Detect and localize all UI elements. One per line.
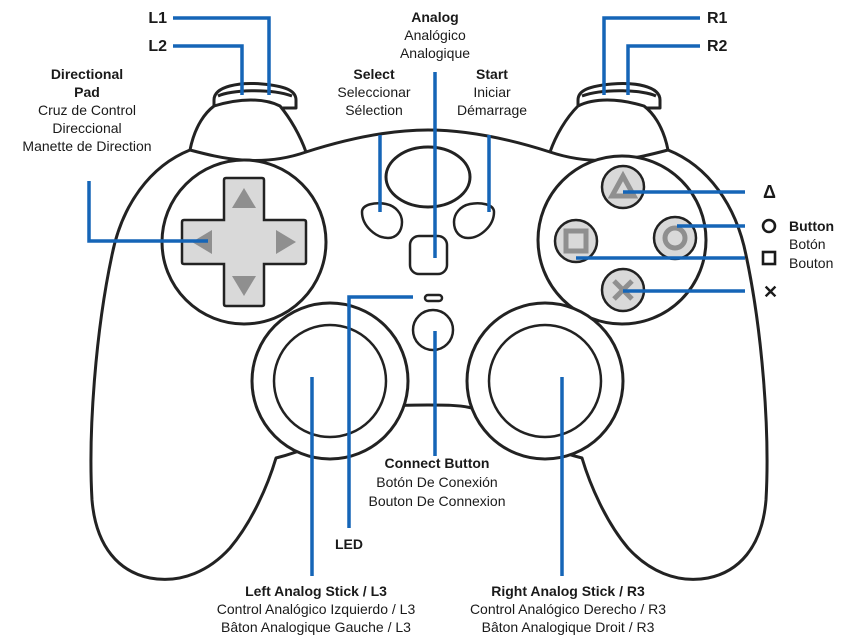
leader-r1 (602, 16, 700, 95)
select-label: Select (353, 66, 395, 82)
start-label: Start (476, 66, 508, 82)
circle-button (652, 215, 698, 261)
circle-label-icon (761, 218, 777, 234)
select-label-es: Seleccionar (337, 84, 410, 100)
analog-label-fr: Analogique (400, 45, 470, 61)
left-analog-stick (250, 301, 410, 461)
triangle-label-icon: Δ (763, 182, 776, 202)
right-stick-label-fr: Bâton Analogique Droit / R3 (482, 619, 655, 635)
r1-label: R1 (707, 10, 728, 27)
left-stick-label: Left Analog Stick / L3 (245, 583, 387, 599)
dpad-label-es: Cruz de Control (38, 102, 136, 118)
right-stick-label-es: Control Analógico Derecho / R3 (470, 601, 666, 617)
dpad-down-icon (232, 276, 256, 296)
leader-r2 (626, 44, 700, 95)
triangle-icon (607, 170, 639, 199)
l2-label: L2 (148, 38, 167, 55)
start-button (452, 202, 496, 240)
square-label-es: Botón (789, 236, 826, 252)
left-stick-label-fr: Bâton Analogique Gauche / L3 (221, 619, 411, 635)
right-stick-label: Right Analog Stick / R3 (491, 583, 645, 599)
select-button (360, 202, 404, 240)
connect-button (411, 308, 455, 352)
cross-label-icon: ✕ (763, 282, 778, 302)
connect-label-fr: Bouton De Connexion (369, 493, 506, 509)
dpad-label-2: Pad (74, 84, 100, 100)
dpad-label-es-2: Direccional (52, 120, 121, 136)
circle-label: Button (789, 218, 834, 234)
square-icon (563, 228, 589, 254)
select-label-fr: Sélection (345, 102, 403, 118)
square-label-fr: Bouton (789, 255, 833, 271)
square-label-icon (761, 250, 777, 266)
leader-l1 (173, 16, 271, 95)
dpad-up-icon (232, 188, 256, 208)
r2-label: R2 (707, 38, 728, 55)
right-analog-stick (465, 301, 625, 461)
led (423, 293, 444, 303)
circle-icon (662, 225, 688, 251)
start-label-fr: Démarrage (457, 102, 527, 118)
leader-dpad (87, 181, 208, 243)
dpad-label: Directional (51, 66, 123, 82)
leader-led (347, 295, 413, 528)
dpad-right-icon (276, 230, 296, 254)
dpad-label-fr: Manette de Direction (22, 138, 151, 154)
connect-label-es: Botón De Conexión (376, 474, 497, 490)
analog-label: Analog (411, 9, 458, 25)
led-label: LED (335, 536, 363, 552)
face-buttons (536, 154, 708, 326)
start-label-es: Iniciar (473, 84, 511, 100)
analog-label-es: Analógico (404, 27, 466, 43)
analog-button (408, 234, 449, 276)
l1-label: L1 (148, 10, 167, 27)
left-stick-label-es: Control Analógico Izquierdo / L3 (217, 601, 416, 617)
square-button (553, 218, 599, 264)
leader-l2 (173, 44, 244, 95)
center-panel (384, 145, 472, 209)
connect-label: Connect Button (385, 455, 490, 471)
